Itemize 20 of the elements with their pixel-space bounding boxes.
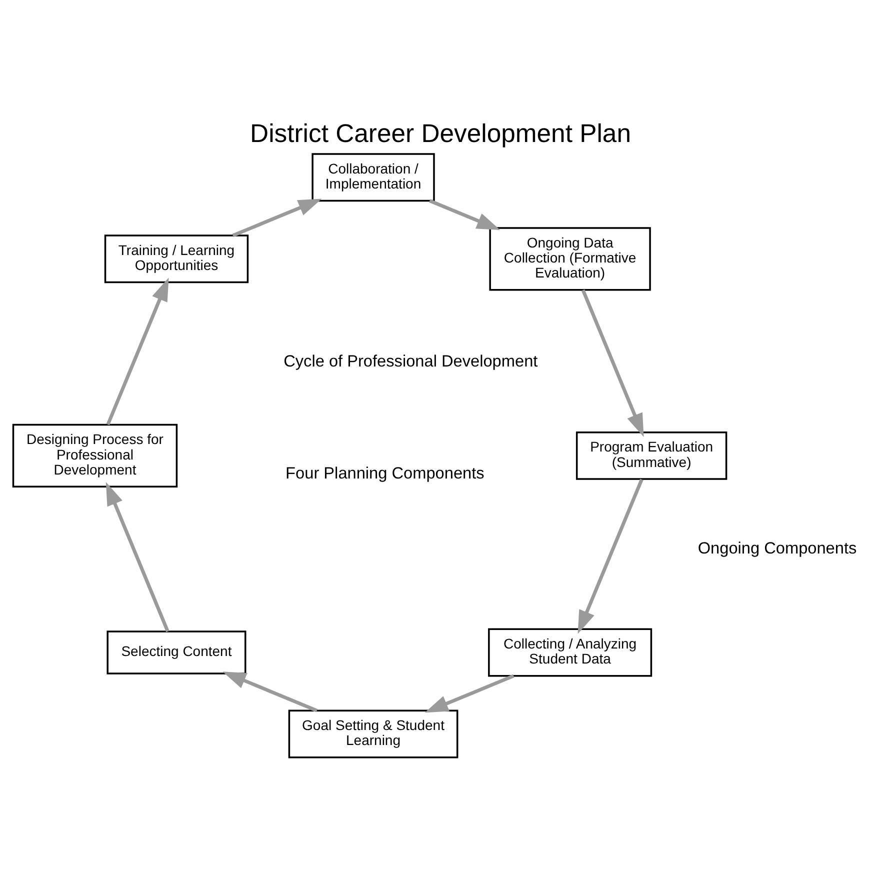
arrow (429, 199, 500, 230)
node-box: Training / Learning Opportunities (104, 234, 249, 284)
arrow (581, 289, 644, 437)
arrow (222, 672, 318, 712)
arrow (232, 198, 322, 238)
label: Four Planning Components (286, 464, 484, 483)
node-box: Goal Setting & Student Learning (288, 710, 458, 758)
node-box: Collaboration / Implementation (312, 153, 435, 202)
arrow (424, 674, 514, 713)
arrow (106, 482, 170, 632)
label: Cycle of Professional Development (284, 352, 538, 371)
node-box: Designing Process for Professional Development (12, 424, 178, 488)
arrow (106, 278, 169, 426)
node-box: Selecting Content (106, 630, 246, 674)
arrow (578, 478, 644, 634)
node-box: Collecting / Analyzing Student Data (488, 628, 652, 677)
diagram-title: District Career Development Plan (250, 120, 631, 148)
node-box: Program Evaluation (Summative) (576, 431, 728, 480)
label: Ongoing Components (698, 539, 857, 558)
node-box: Ongoing Data Collection (Formative Evaluation) (489, 227, 651, 291)
